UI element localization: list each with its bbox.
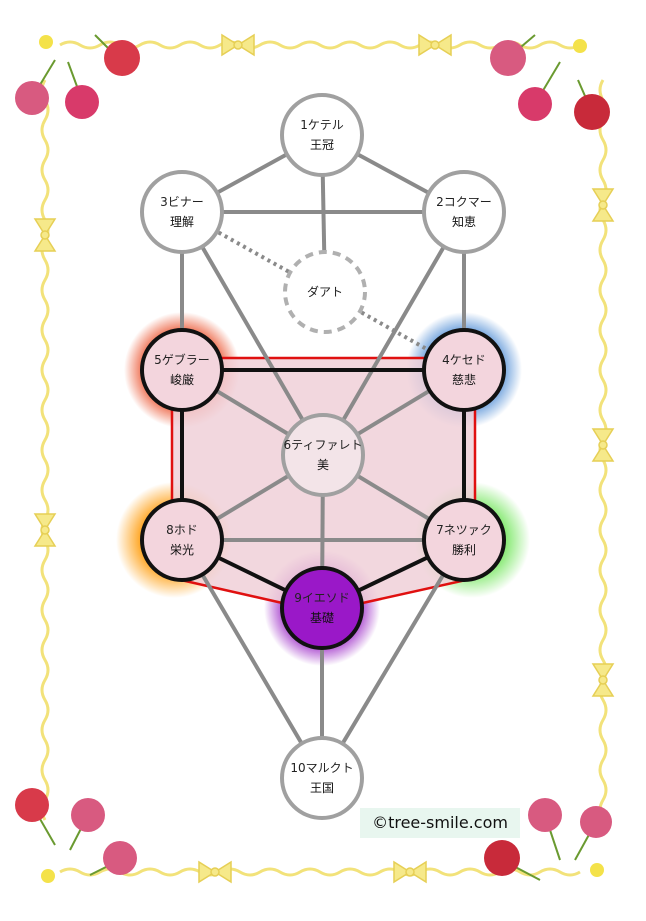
cherry-icon [518,61,561,121]
ribbon-frame-bottom [59,867,581,877]
sephira-daath: ダアト [283,250,367,334]
sephira-circle-chesed [422,328,506,412]
cherry-icon [89,841,137,876]
sephira-label-keter: 1ケテル [300,118,343,132]
sephira-label-yesod: 9イエソド [294,591,350,605]
flower-icon [573,39,587,53]
sephira-circle-malkuth [280,736,364,820]
sephira-label-tiphareth: 6ティファレト [284,438,363,452]
ribbon-bow-icon [418,33,452,57]
path-binah-tiphareth [180,210,325,457]
sephira-circle-geburah [140,328,224,412]
path-hod-malkuth [180,538,324,780]
ribbon-bow-icon [591,428,615,462]
sephira-label-hod: 8ホド [166,523,198,537]
ribbon-bow-icon [33,513,57,547]
ribbon-bow-icon [221,33,255,57]
sephira-meaning-tiphareth: 美 [317,458,329,472]
ribbon-bow-icon [393,860,427,884]
sephira-meaning-netzach: 勝利 [452,542,476,557]
sephira-label-malkuth: 10マルクト [290,761,353,775]
ribbon-frame-left [40,79,50,821]
sephira-meaning-binah: 理解 [170,215,194,229]
sephira-meaning-chesed: 慈悲 [452,372,476,387]
sephira-label-netzach: 7ネツァク [436,523,492,537]
sephira-meaning-keter: 王冠 [310,138,334,152]
cherry-icon [15,788,56,846]
sephira-meaning-chokmah: 知恵 [452,215,476,229]
sephira-circle-binah [140,170,224,254]
sephira-meaning-hod: 栄光 [170,543,194,557]
sephira-label-geburah: 5ゲブラー [154,352,210,367]
path-chokmah-tiphareth [321,210,466,457]
flower-icon [39,35,53,49]
ribbon-bows [33,33,615,884]
cherry-icon [15,59,56,115]
sephira-circle-daath [283,250,367,334]
sephira-label-chesed: 4ケセド [442,353,486,367]
cherry-icon [94,34,140,76]
cherry-icon [574,79,610,130]
sephira-label-binah: 3ビナー [160,195,204,209]
ribbon-bow-icon [198,860,232,884]
copyright-label: ©tree-smile.com [360,808,520,838]
flower-icon [590,863,604,877]
path-netzach-malkuth [320,538,466,780]
cherry-icon [69,798,105,851]
cherry-icon [484,840,541,881]
cherries [15,34,612,883]
cherry-icon [574,806,612,861]
sephira-meaning-malkuth: 王国 [310,781,334,795]
sephira-circle-chokmah [422,170,506,254]
sephira-meaning-geburah: 峻厳 [170,372,194,387]
sephira-circle-tiphareth [281,413,365,497]
sephira-meaning-yesod: 基礎 [310,611,334,625]
ribbon-bow-icon [33,218,57,252]
sephira-circle-hod [140,498,224,582]
ribbon-bow-icon [591,188,615,222]
cherry-icon [528,798,562,861]
sephira-circle-netzach [422,498,506,582]
flower-icon [41,869,55,883]
sephira-circle-keter [280,93,364,177]
cherry-icon [65,61,99,119]
sephira-label-chokmah: 2コクマー [436,195,492,209]
ribbon-bow-icon [591,663,615,697]
sephira-circle-yesod [280,566,364,650]
cherry-icon [490,34,536,76]
sephira-label-daath: ダアト [307,284,343,299]
dotted-path-daath-chesed [324,290,465,372]
